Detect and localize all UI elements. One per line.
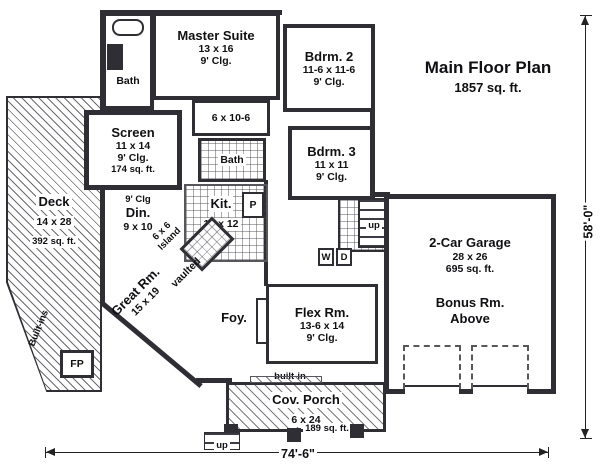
bonus-room-line2: Above	[450, 310, 490, 326]
pantry-closet: P	[242, 192, 264, 218]
porch-column-right	[350, 424, 364, 438]
deck-label: Deck 14 x 28 392 sq. ft.	[18, 192, 90, 250]
garage-door-dashed-left	[403, 345, 461, 389]
garage-room: 2-Car Garage 28 x 26 695 sq. ft. Bonus R…	[384, 194, 556, 395]
dim-right-arrow-top	[581, 16, 589, 25]
bedroom2-ceiling: 9' Clg.	[313, 75, 345, 88]
built-in-cabinet	[250, 376, 322, 383]
bath-mid-name: Bath	[218, 154, 246, 166]
screen-ceiling: 9' Clg.	[117, 152, 149, 164]
hall-closet-room: 6 x 10-6	[192, 100, 270, 136]
bedroom3-room: Bdrm. 3 11 x 11 9' Clg.	[288, 126, 375, 200]
porch-name: Cov. Porch	[270, 392, 342, 408]
stairs-up-label: up	[360, 214, 388, 233]
dim-bottom-arrow-left	[46, 448, 55, 456]
dining-size: 9 x 10	[123, 220, 153, 233]
deck-sqft: 392 sq. ft.	[30, 236, 78, 248]
screen-name: Screen	[111, 125, 155, 140]
deck-name: Deck	[36, 194, 72, 210]
garage-door-dashed-right	[471, 345, 529, 389]
dryer-box: D	[336, 248, 352, 266]
kitchen-name: Kit.	[208, 196, 234, 212]
fireplace-text: FP	[70, 358, 84, 370]
bedroom3-ceiling: 9' Clg.	[315, 170, 348, 183]
porch-sqft-label: 189 sq. ft.	[295, 417, 359, 436]
garage-name: 2-Car Garage	[429, 235, 511, 250]
bathtub-fixture	[112, 19, 144, 36]
dining-name: Din.	[125, 205, 151, 221]
porch-up-text: up	[214, 440, 230, 452]
dining-label: 9' Clg Din. 9 x 10	[102, 194, 174, 234]
dim-right-tick-top	[580, 15, 592, 16]
dim-bottom-arrow-right	[539, 448, 548, 456]
screen-sqft: 174 sq. ft.	[111, 164, 155, 175]
wall-garage-connector	[370, 192, 390, 197]
wall-bottom-greatroom	[196, 378, 232, 383]
plan-title-block: Main Floor Plan 1857 sq. ft.	[398, 58, 578, 96]
flex-name: Flex Rm.	[294, 304, 350, 320]
garage-label: 2-Car Garage 28 x 26 695 sq. ft.	[389, 235, 551, 276]
master-size: 13 x 16	[198, 43, 234, 55]
bath-upper-name: Bath	[116, 75, 140, 87]
bath-upper-room: Bath	[102, 12, 154, 110]
stairs-up-text: up	[366, 220, 382, 232]
dim-right-arrow-bottom	[581, 429, 589, 438]
dim-height-text: 58'-0"	[581, 202, 597, 241]
bath-upper-label: Bath	[106, 70, 150, 89]
garage-door-right	[473, 385, 527, 395]
bedroom3-name: Bdrm. 3	[307, 143, 356, 159]
dim-bottom-tick-left	[45, 447, 46, 458]
dim-bottom-tick-right	[548, 447, 549, 458]
dining-ceiling: 9' Clg	[125, 194, 151, 205]
vaulted-note: vaulted	[168, 255, 204, 290]
washer-letter: W	[321, 251, 331, 263]
bedroom2-room: Bdrm. 2 11-6 x 11-6 9' Clg.	[283, 24, 375, 112]
pantry-letter: P	[249, 199, 257, 211]
porch-up-label: up	[206, 434, 238, 453]
porch-label: Cov. Porch 6 x 24	[229, 390, 383, 428]
foyer-label: Foy.	[212, 308, 256, 327]
hall-closet-size: 6 x 10-6	[211, 112, 251, 124]
bedroom2-name: Bdrm. 2	[304, 48, 354, 64]
flex-size: 13-6 x 14	[299, 319, 345, 332]
foyer-name: Foy.	[221, 310, 247, 325]
dryer-letter: D	[340, 251, 348, 263]
covered-porch: Cov. Porch 6 x 24 189 sq. ft.	[226, 382, 386, 435]
garage-sqft: 695 sq. ft.	[445, 263, 495, 276]
bedroom3-size: 11 x 11	[314, 158, 349, 171]
master-suite-room: Master Suite 13 x 16 9' Clg.	[152, 12, 280, 100]
garage-door-left	[405, 385, 459, 395]
fireplace-box: FP	[60, 350, 94, 378]
flex-ceiling: 9' Clg.	[306, 331, 338, 344]
bedroom2-size: 11-6 x 11-6	[302, 63, 356, 76]
flex-room: Flex Rm. 13-6 x 14 9' Clg.	[266, 284, 378, 364]
master-name: Master Suite	[177, 28, 255, 43]
bath-closet-block	[107, 44, 123, 70]
dim-right-label: 58'-0"	[578, 192, 597, 252]
screen-room: Screen 11 x 14 9' Clg. 174 sq. ft.	[84, 110, 182, 190]
plan-title: Main Floor Plan	[424, 58, 552, 77]
porch-sqft: 189 sq. ft.	[303, 423, 351, 435]
garage-size: 28 x 26	[452, 250, 488, 263]
bonus-room-label: Bonus Rm. Above	[389, 295, 551, 326]
screen-size: 11 x 14	[115, 140, 151, 152]
bath-mid-room: Bath	[198, 138, 266, 182]
dim-width-text: 74'-6"	[279, 447, 317, 462]
dim-right-tick-bottom	[580, 438, 592, 439]
wall-left-house	[100, 186, 105, 302]
deck-size: 14 x 28	[34, 216, 74, 229]
master-ceiling: 9' Clg.	[200, 55, 232, 67]
dim-bottom-label: 74'-6"	[263, 444, 333, 463]
bonus-room-line1: Bonus Rm.	[435, 295, 505, 310]
washer-box: W	[318, 248, 334, 266]
porch-column-middle	[287, 428, 301, 442]
plan-area: 1857 sq. ft.	[454, 80, 522, 96]
